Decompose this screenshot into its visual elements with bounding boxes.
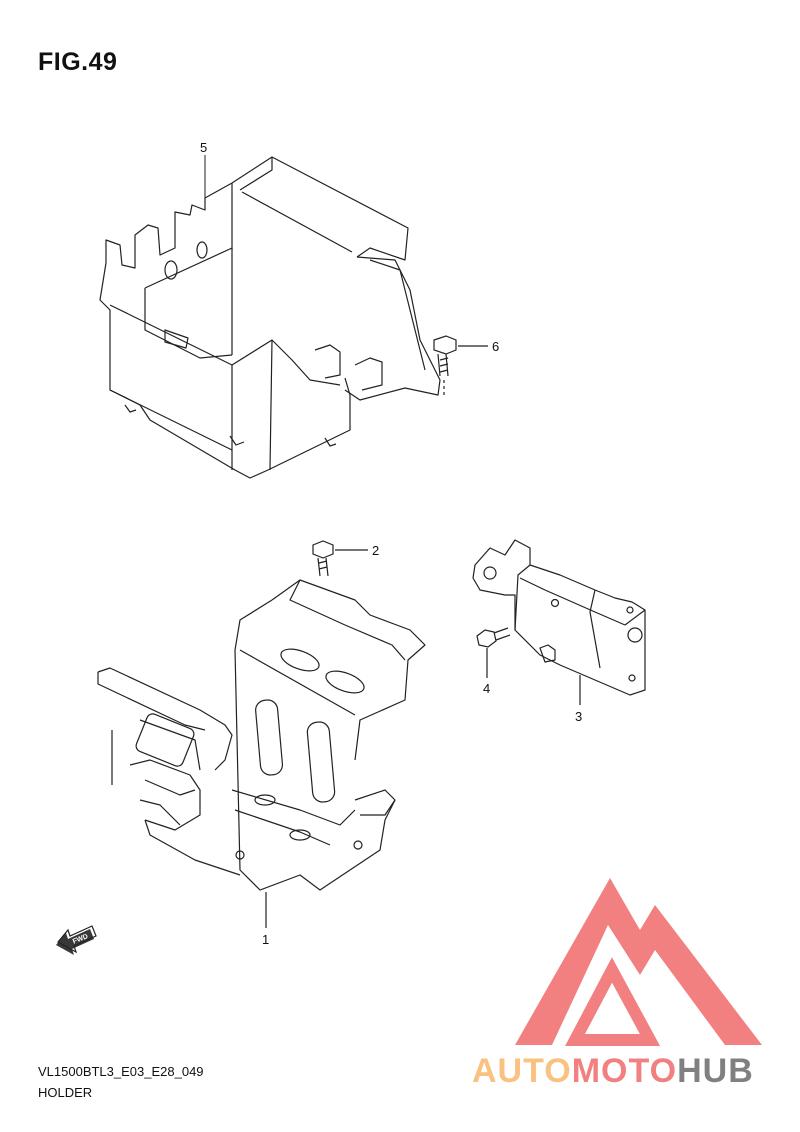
side-bracket-part-3 [472,539,646,705]
fwd-arrow-icon: FWD [56,925,97,955]
callout-5: 5 [200,140,207,155]
callout-labels: 5 6 2 3 4 1 [200,140,582,947]
bolt-part-2 [312,540,368,577]
callout-3: 3 [575,709,582,724]
watermark-auto: AUTO [472,1052,572,1090]
holder-bracket-part-1 [97,579,426,928]
battery-box-part-5 [99,156,441,479]
svg-text:AUTOMOTOHUB: AUTOMOTOHUB [472,1052,754,1090]
bolt-part-4 [476,627,511,678]
watermark-moto: MOTO [572,1052,677,1090]
automotohub-watermark-logo: AUTOMOTOHUB [472,878,762,1090]
watermark-hub: HUB [677,1052,754,1090]
callout-1: 1 [262,932,269,947]
model-code: VL1500BTL3_E03_E28_049 [38,1064,204,1079]
bolt-part-6 [433,335,488,398]
section-name: HOLDER [38,1085,93,1100]
callout-6: 6 [492,339,499,354]
callout-4: 4 [483,681,490,696]
figure-title: FIG.49 [38,48,118,76]
callout-2: 2 [372,543,379,558]
